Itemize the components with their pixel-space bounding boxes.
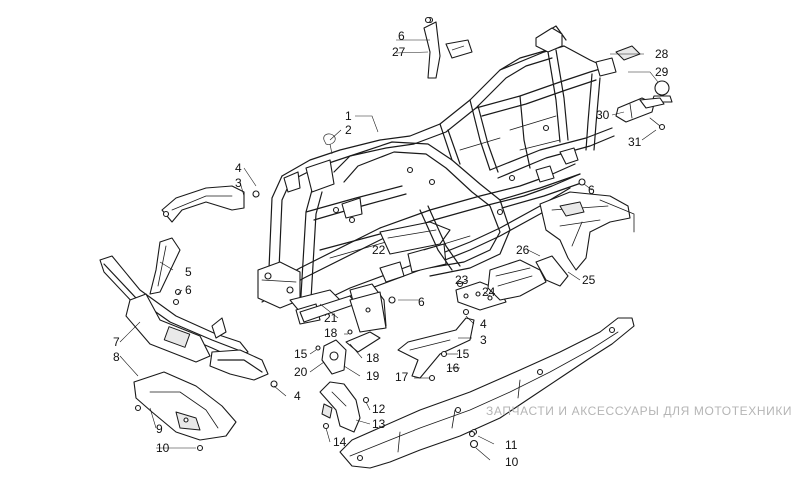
callout-6: 6 [418,295,425,309]
callout-13: 13 [372,417,386,431]
part-25-footrest [487,191,635,301]
skid-plate [339,317,635,469]
callout-labels: 1 2 3 3 4 4 4 5 6 6 6 6 7 8 9 10 10 11 1… [113,29,669,469]
callout-28: 28 [655,47,669,61]
callout-14: 14 [333,435,347,449]
callout-26: 26 [516,243,530,257]
callout-9: 9 [156,422,163,436]
part-31-bolt [649,117,666,131]
callout-4: 4 [480,317,487,331]
fasteners [174,16,586,449]
callout-24: 24 [482,285,496,299]
callout-27: 27 [392,45,406,59]
callout-23: 23 [455,273,469,287]
callout-15: 15 [456,347,470,361]
callout-22: 22 [372,243,386,257]
callout-18: 18 [366,351,380,365]
callout-20: 20 [294,365,308,379]
callout-5: 5 [185,265,192,279]
part-3-lower-arm [397,308,475,382]
callout-1: 1 [345,109,352,123]
front-bumper [99,237,269,381]
part-30-hitch-bracket [615,97,665,123]
callout-17: 17 [395,370,409,384]
callout-6: 6 [588,183,595,197]
callout-6: 6 [398,29,405,43]
part-13-steering-bracket [319,381,370,433]
part-28-plate [615,45,641,61]
callout-2: 2 [345,123,352,137]
callout-30: 30 [596,108,610,122]
leader-lines [119,39,659,461]
callout-8: 8 [113,350,120,364]
watermark-logo [486,416,786,456]
callout-6: 6 [185,283,192,297]
callout-4: 4 [294,389,301,403]
callout-11: 11 [505,438,518,452]
callout-21: 21 [324,311,338,325]
callout-16: 16 [446,361,460,375]
part-27-bracket [423,16,473,79]
callout-18: 18 [324,326,338,340]
callout-10: 10 [156,441,170,455]
callout-29: 29 [655,65,669,79]
callout-25: 25 [582,273,596,287]
callout-31: 31 [628,135,642,149]
callout-7: 7 [113,335,120,349]
callout-3: 3 [235,176,242,190]
callout-15: 15 [294,347,308,361]
callout-4: 4 [235,161,242,175]
callout-3: 3 [480,333,487,347]
watermark-tagline: ЗАПЧАСТИ И АКСЕССУАРЫ ДЛЯ МОТОТЕХНИКИ [486,404,793,418]
callout-10: 10 [505,455,519,469]
part-3-front-bracket [161,185,260,223]
callout-12: 12 [372,402,386,416]
part-8-front-skid [133,371,237,452]
callout-19: 19 [366,369,380,383]
